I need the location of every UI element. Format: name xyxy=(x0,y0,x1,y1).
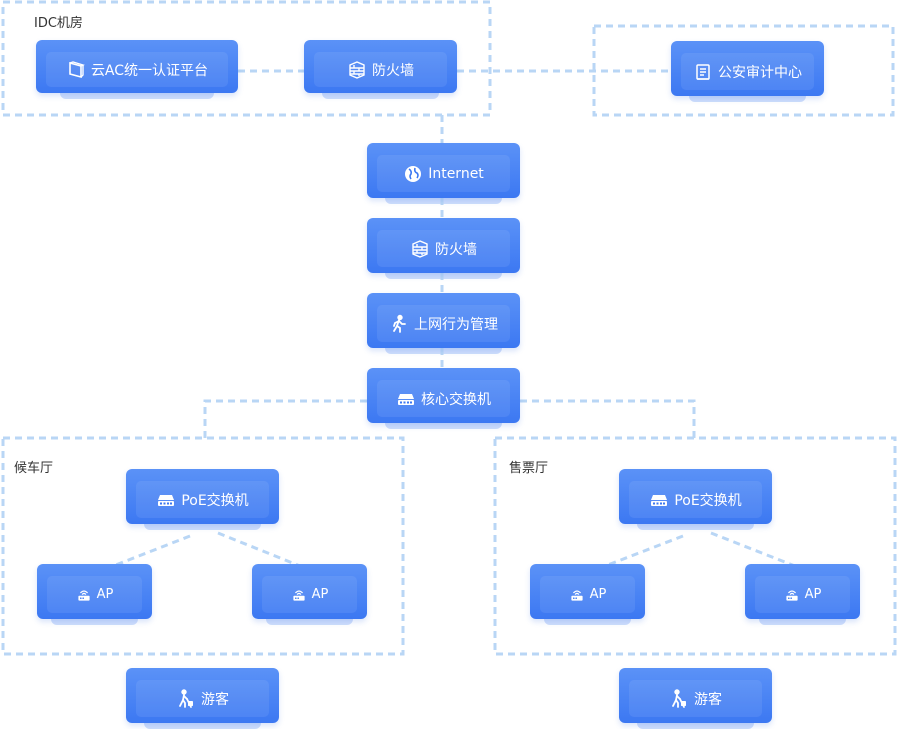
idc-firewall-node[interactable]: 防火墙 xyxy=(304,40,457,99)
left-ap1-node[interactable]: AP xyxy=(37,564,152,625)
police-zone-border xyxy=(592,24,895,117)
left-visitor-node[interactable]: 游客 xyxy=(126,668,279,729)
link-right-poe-ap1 xyxy=(599,534,684,570)
waiting-hall-zone-label: 候车厅 xyxy=(14,461,54,476)
router-icon xyxy=(569,587,585,603)
police-audit-node[interactable]: 公安审计中心 xyxy=(671,41,824,102)
right-ap2-label: AP xyxy=(804,587,822,602)
right-poe-switch-node[interactable]: PoE交换机 xyxy=(619,469,772,530)
core-switch-node[interactable]: 核心交换机 xyxy=(367,368,520,429)
right-ap2-node[interactable]: AP xyxy=(745,564,860,625)
globe-icon xyxy=(403,164,423,184)
behavior-mgmt-node[interactable]: 上网行为管理 xyxy=(367,293,520,354)
cloud-ac-node[interactable]: 云AC统一认证平台 xyxy=(36,40,238,99)
walking-person-icon xyxy=(389,314,409,334)
firewall-node[interactable]: 防火墙 xyxy=(367,218,520,279)
right-visitor-node[interactable]: 游客 xyxy=(619,668,772,729)
idc-zone-label: IDC机房 xyxy=(34,16,83,31)
firewall-icon xyxy=(347,60,367,80)
link-core-waiting-hall xyxy=(203,399,367,438)
right-ap1-node[interactable]: AP xyxy=(530,564,645,625)
ticket-hall-zone-label: 售票厅 xyxy=(509,461,549,476)
left-poe-switch-node[interactable]: PoE交换机 xyxy=(126,469,279,530)
router-icon xyxy=(76,587,92,603)
right-visitor-label: 游客 xyxy=(694,691,722,708)
link-left-poe-ap2 xyxy=(217,531,306,570)
router-icon xyxy=(291,587,307,603)
internet-label: Internet xyxy=(428,165,484,182)
switch-icon xyxy=(156,490,176,510)
core-switch-label: 核心交换机 xyxy=(421,391,491,408)
link-left-poe-ap1 xyxy=(107,534,191,570)
switch-icon xyxy=(396,389,416,409)
behavior-mgmt-label: 上网行为管理 xyxy=(414,316,498,333)
ac-device-icon xyxy=(66,60,86,80)
police-audit-label: 公安审计中心 xyxy=(718,64,802,81)
left-ap2-node[interactable]: AP xyxy=(252,564,367,625)
cloud-ac-label: 云AC统一认证平台 xyxy=(90,62,209,79)
link-right-poe-ap2 xyxy=(710,531,801,570)
traveler-icon xyxy=(669,688,689,709)
left-poe-switch-label: PoE交换机 xyxy=(181,492,249,509)
audit-book-icon xyxy=(693,62,713,82)
ticket-hall-zone-border xyxy=(493,436,897,656)
right-ap1-label: AP xyxy=(589,587,607,602)
router-icon xyxy=(784,587,800,603)
internet-node[interactable]: Internet xyxy=(367,143,520,204)
idc-firewall-label: 防火墙 xyxy=(372,62,414,79)
traveler-icon xyxy=(176,688,196,709)
link-core-ticket-hall xyxy=(520,399,696,438)
firewall-icon xyxy=(410,239,430,259)
right-poe-switch-label: PoE交换机 xyxy=(674,492,742,509)
switch-icon xyxy=(649,490,669,510)
idc-zone-border xyxy=(1,0,492,117)
left-ap1-label: AP xyxy=(96,587,114,602)
left-ap2-label: AP xyxy=(311,587,329,602)
waiting-hall-zone-border xyxy=(1,436,405,656)
left-visitor-label: 游客 xyxy=(201,691,229,708)
firewall-label: 防火墙 xyxy=(435,241,477,258)
